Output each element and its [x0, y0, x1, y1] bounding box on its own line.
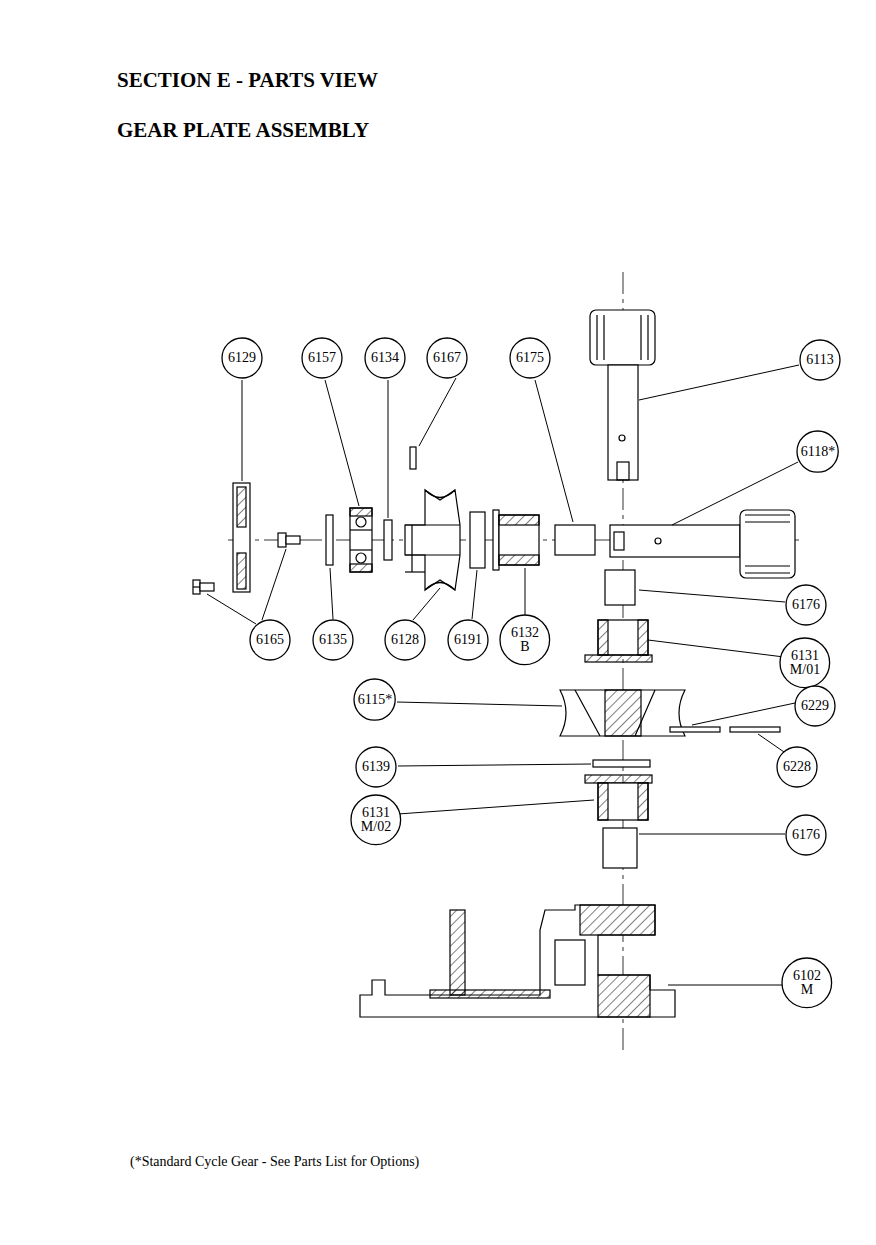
callout-circle-outline: [780, 638, 830, 688]
callout-circle: 6113: [799, 339, 841, 381]
callout-circle: 6228: [776, 746, 818, 788]
callout-circle-outline: [795, 686, 835, 726]
callout-number: 6134: [371, 351, 399, 365]
callout-circle: 6135: [312, 619, 354, 661]
sleeve: [555, 525, 595, 555]
pin: [730, 727, 780, 732]
callout-number: 6131 M/01: [787, 649, 823, 677]
callout-circle-outline: [786, 815, 826, 855]
callout-circle: 6167: [426, 337, 468, 379]
washer: [326, 515, 333, 565]
washer: [593, 760, 650, 767]
callout-circle: 6165: [249, 619, 291, 661]
callout-circle-outline: [356, 747, 396, 787]
callout-number: 6157: [308, 351, 336, 365]
callout-number: 6118*: [801, 445, 835, 459]
callout-circle-outline: [365, 338, 405, 378]
callout-number: 6229: [801, 699, 829, 713]
callout-circle-outline: [448, 620, 488, 660]
callout-number: 6228: [783, 760, 811, 774]
callout-number: 6128: [391, 633, 419, 647]
callout-number: 6113: [806, 353, 833, 367]
callout-circle-outline: [777, 747, 817, 787]
worm-wheel: [405, 490, 460, 590]
callout-circle-outline: [313, 620, 353, 660]
sleeve: [603, 828, 637, 868]
callout-number: 6129: [228, 351, 256, 365]
callout-number: 6135: [319, 633, 347, 647]
callout-circle-outline: [427, 338, 467, 378]
footnote: (*Standard Cycle Gear - See Parts List f…: [130, 1154, 419, 1170]
callout-number: 6102 M: [789, 969, 825, 997]
flanged-bushing: [585, 775, 652, 820]
callout-circle-outline: [302, 338, 342, 378]
callout-circle: 6176: [785, 584, 827, 626]
callout-circle-outline: [222, 338, 262, 378]
callout-circle-outline: [385, 620, 425, 660]
callout-circle: 6157: [301, 337, 343, 379]
callout-circle: 6128: [384, 619, 426, 661]
assembly-title: GEAR PLATE ASSEMBLY: [117, 118, 369, 143]
callout-number: 6139: [362, 760, 390, 774]
shaft: [610, 510, 795, 578]
callout-circle: 6131 M/02: [350, 794, 402, 846]
callout-circle: 6229: [794, 685, 836, 727]
callout-number: 6131 M/02: [358, 806, 394, 834]
callout-number: 6165: [256, 633, 284, 647]
callout-circle: 6139: [355, 746, 397, 788]
callout-circle: 6129: [221, 337, 263, 379]
section-title: SECTION E - PARTS VIEW: [117, 68, 378, 93]
leader-lines: [207, 365, 799, 985]
callout-circle: 6118*: [796, 430, 839, 473]
pin: [670, 727, 720, 732]
flanged-bushing: [585, 620, 652, 662]
key: [410, 447, 416, 469]
callout-number: 6167: [433, 351, 461, 365]
spacer: [384, 520, 392, 560]
callout-circle-outline: [786, 585, 826, 625]
callout-number: 6191: [454, 633, 482, 647]
collar: [470, 512, 485, 568]
worm-gear: [560, 690, 685, 736]
base-plate: [360, 905, 675, 1017]
callout-circle: 6176: [785, 814, 827, 856]
callout-circle-outline: [797, 431, 838, 472]
screw: [193, 533, 300, 594]
callout-circle: 6191: [447, 619, 489, 661]
callout-circle: 6175: [509, 337, 551, 379]
callout-circle-outline: [510, 338, 550, 378]
callout-circle: 6132 B: [499, 614, 551, 666]
callout-number: 6132 B: [507, 626, 543, 654]
callout-circle-outline: [351, 795, 401, 845]
callout-circle-outline: [250, 620, 290, 660]
callout-circle: 6115*: [353, 678, 396, 721]
callout-number: 6175: [516, 351, 544, 365]
bushing: [493, 510, 539, 570]
callout-number: 6115*: [358, 693, 392, 707]
callout-circle-outline: [800, 340, 840, 380]
bearing: [350, 508, 372, 572]
sleeve: [605, 570, 635, 605]
shaft: [590, 310, 655, 480]
callout-circle: 6131 M/01: [779, 637, 831, 689]
plate: [233, 483, 250, 592]
callout-circle-outline: [782, 958, 832, 1008]
callout-circle-outline: [500, 615, 550, 665]
callout-circle: 6102 M: [781, 957, 833, 1009]
callout-number: 6176: [792, 598, 820, 612]
callout-circle: 6134: [364, 337, 406, 379]
callout-circle-outline: [354, 679, 395, 720]
callout-number: 6176: [792, 828, 820, 842]
